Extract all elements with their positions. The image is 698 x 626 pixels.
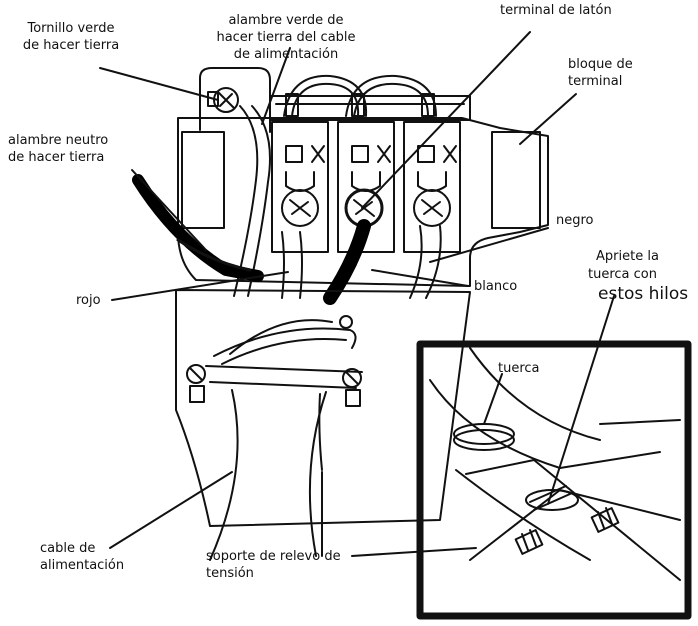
terminal-posts	[272, 122, 460, 252]
power-cord	[210, 390, 326, 560]
label-terminal-block: bloque de terminal	[568, 57, 633, 89]
label-green-ground-screw: Tornillo verde de hacer tierra	[22, 21, 120, 53]
label-tighten-nut-3: estos hilos	[598, 284, 689, 304]
label-power-cord: cable de alimentación	[40, 541, 125, 573]
black-wire	[410, 226, 422, 298]
label-brass-terminal: terminal de latón	[500, 3, 612, 18]
strain-relief-clamp	[187, 320, 362, 406]
label-tighten-nut-2: tuerca con	[588, 267, 657, 282]
label-green-ground-wire: alambre verde de hacer tierra del cable …	[216, 13, 356, 62]
upper-wire-loops	[284, 76, 436, 116]
inset-detail	[430, 348, 680, 580]
red-wire	[282, 232, 284, 298]
leader-lines	[100, 32, 614, 556]
label-tighten-nut-1: Apriete la	[596, 249, 659, 264]
ground-wire-green	[234, 106, 270, 296]
green-ground-screw	[208, 88, 238, 112]
label-nut: tuerca	[498, 361, 540, 376]
inset-frame	[420, 344, 688, 616]
terminal-block-housing	[178, 68, 548, 286]
label-red: rojo	[76, 293, 101, 308]
white-wire	[330, 226, 364, 298]
label-white: blanco	[474, 279, 518, 294]
mounting-plate	[176, 290, 470, 526]
label-neutral-ground-wire: alambre neutro de hacer tierra	[8, 133, 109, 165]
label-black: negro	[556, 213, 594, 228]
label-strain-relief: soporte de relevo de tensión	[206, 549, 341, 581]
neutral-ground-wire	[138, 180, 258, 276]
